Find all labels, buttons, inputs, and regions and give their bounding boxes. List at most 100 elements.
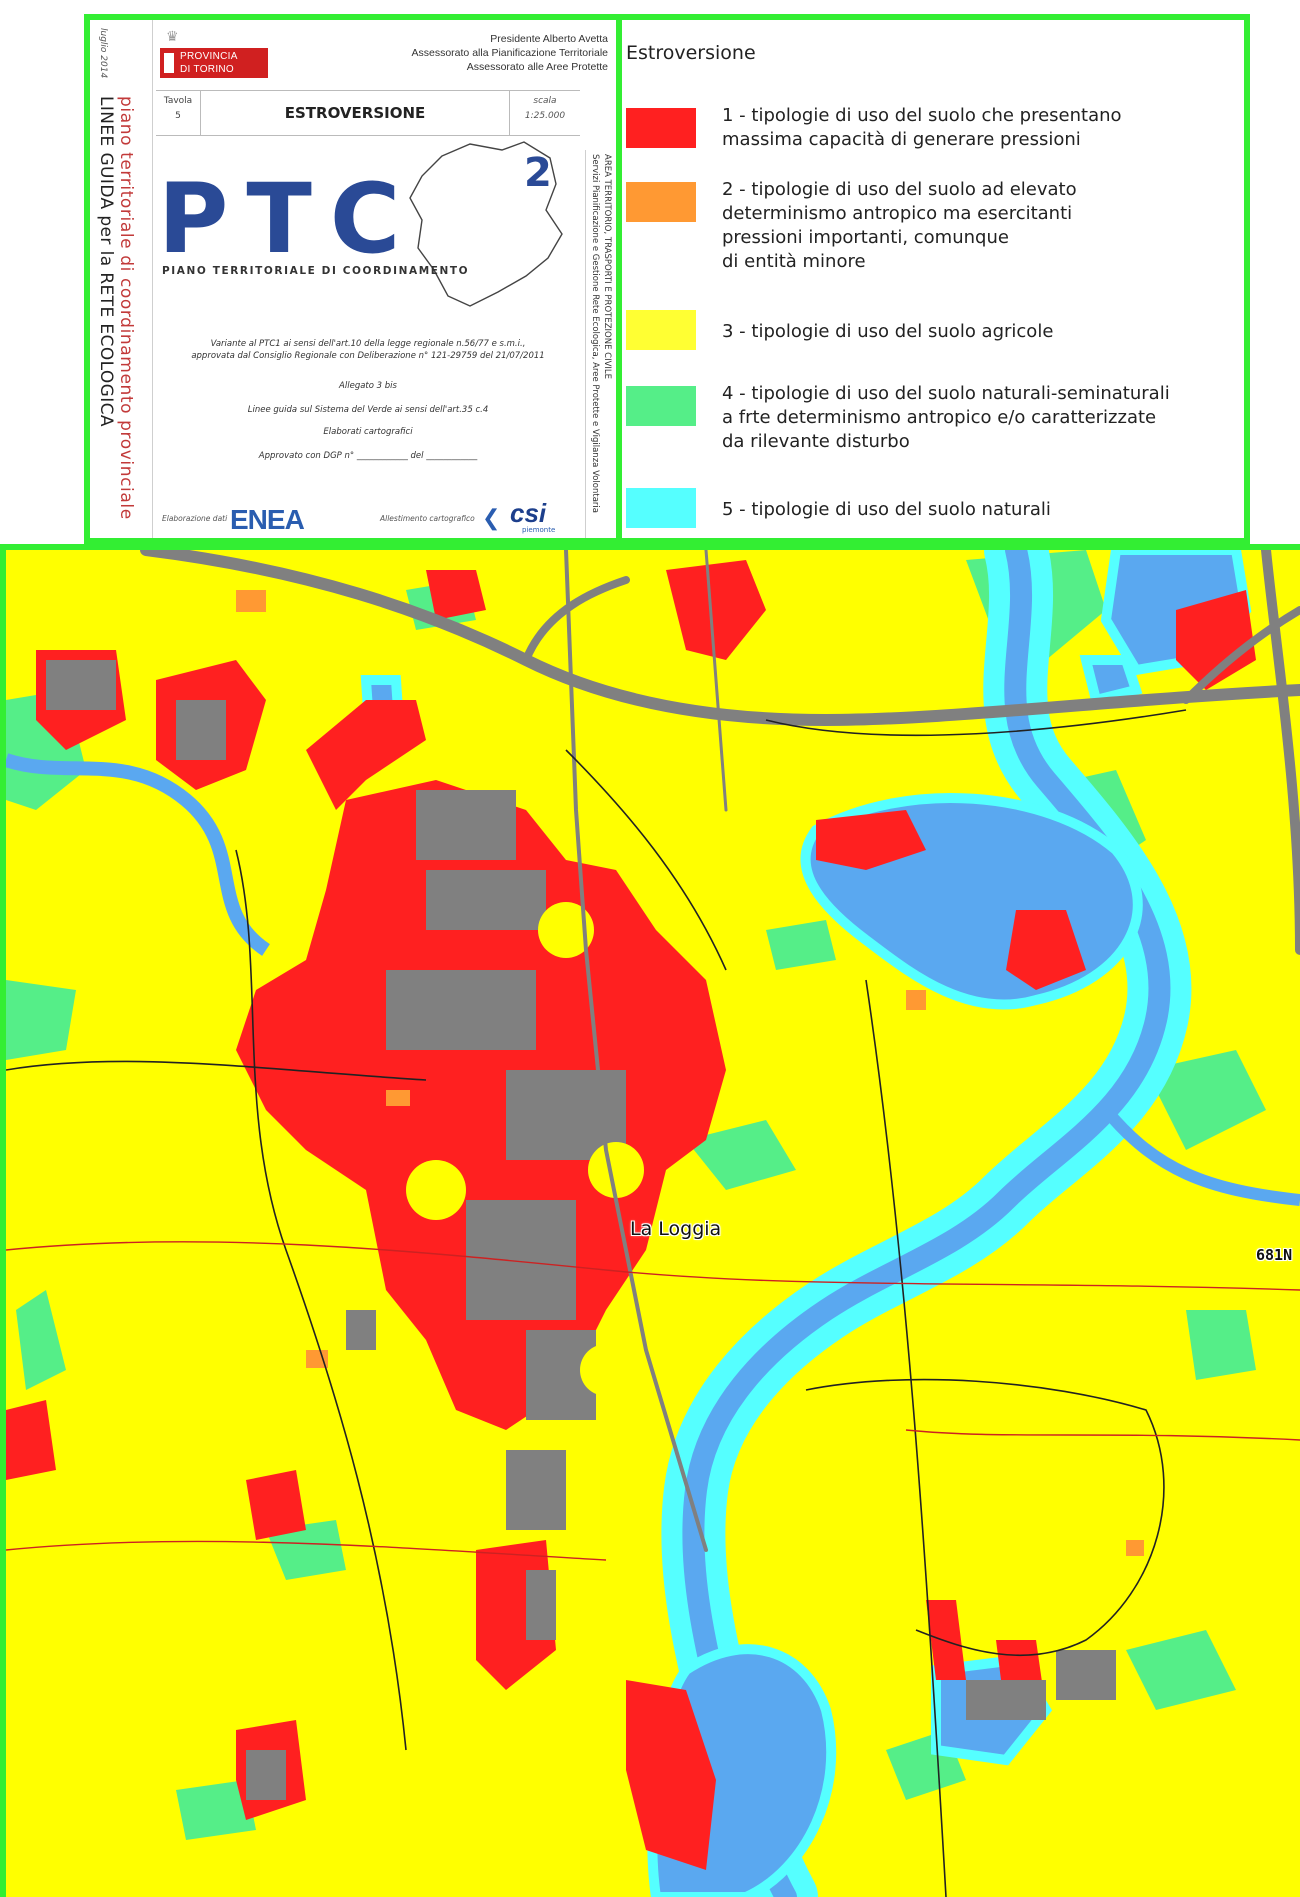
legend-title: Estroversione [626,42,756,64]
green-patch [1186,1310,1256,1380]
boundary-line [6,1060,427,1081]
urban-northeast [1176,590,1256,690]
tavola-label: Tavola [163,96,193,106]
assessorato-line: Presidente Alberto Avetta [490,33,608,45]
boundary-line [765,709,1187,737]
green-patch [766,920,836,970]
green-patch [686,1120,796,1190]
elaborati-note: Elaborati cartografici [323,427,413,437]
industrial-block [526,1570,556,1640]
industrial-block [506,1450,566,1530]
province-line1: PROVINCIA [180,51,238,62]
allegato-note: Allegato 3 bis [339,381,397,391]
building-cluster [966,1680,1046,1720]
motorway-ramp [1182,606,1300,704]
legend-swatch [626,108,696,148]
assessorato-line: Assessorato alla Pianificazione Territor… [411,47,609,59]
agri-void [588,1142,644,1198]
sheet-title-row: Tavola 5 ESTROVERSIONE scala 1:25.000 [156,90,580,136]
boundary-line [865,979,947,1897]
industrial-block [346,1310,376,1350]
road-network [140,550,1300,1552]
enea-credit: Elaborazione dati [162,514,228,523]
piemonte-outline-icon [409,141,563,307]
province-line2: DI TORINO [180,64,235,75]
building-cluster [426,870,546,930]
linee-note: Linee guida sul Sistema del Verde ai sen… [247,405,489,415]
urban-south-2 [626,1680,716,1870]
motorway [140,550,1300,727]
orange-patch [386,1090,410,1106]
crown-icon: ♛ [166,29,179,45]
urban-west-2 [6,1400,56,1480]
ptc-letters: PTC [158,163,418,275]
building-cluster [176,700,226,760]
urban-class1 [6,560,1256,1870]
tavola-number: 5 [175,111,181,121]
enea-logo: ENEA [230,504,305,535]
sheet-title: ESTROVERSIONE [284,104,426,122]
ptc-exponent: 2 [524,150,552,196]
urban-campus-1 [926,1600,966,1680]
cover-title-red: piano territoriale di coordinamento prov… [116,96,136,520]
orange-patch [1126,1540,1144,1556]
green-patch [266,1520,346,1580]
assessorato-block: Presidente Alberto Avetta Assessorato al… [412,32,609,74]
lake [1079,655,1143,707]
urban-la-loggia [236,780,726,1430]
industrial-block [416,790,516,860]
local-road [704,550,728,812]
province-logo: ♛ PROVINCIA DI TORINO [160,30,270,80]
green-patch [176,1780,256,1840]
land-use-map[interactable]: La Loggia 681N [6,550,1300,1897]
csi-logo: ❮ csi piemonte [482,498,572,538]
legend-item-label: 5 - tipologie di uso del suolo naturali [722,499,1051,520]
map-legend: Estroversione 1 - tipologie di uso del s… [622,20,1244,538]
csi-arrow-icon: ❮ [482,506,501,531]
variant-note: Variante al PTC1 ai sensi dell'art.10 de… [156,338,580,362]
csi-logo-text: csi [510,498,547,528]
green-patch [6,980,76,1060]
stream-west [6,753,271,956]
urban-north [666,560,766,660]
urban-north-2 [426,570,486,620]
cover-title-band: luglio 2014 piano territoriale di coordi… [90,20,153,538]
boundary-line [805,1378,1165,1657]
cover-date: luglio 2014 [98,28,108,79]
legend-item-label: 3 - tipologie di uso del suolo agricole [722,321,1054,342]
industrial-block [46,660,116,710]
legend-swatch [626,386,696,426]
tavola-cell: Tavola 5 [156,91,201,135]
legend-swatch [626,182,696,222]
ptc-cover-sheet: luglio 2014 piano territoriale di coordi… [90,20,616,538]
agri-void [538,902,594,958]
legend-swatch [626,310,696,350]
province-flag-icon [164,53,174,73]
scale-cell: scala 1:25.000 [509,91,580,135]
legend-divider [616,14,622,544]
minor-roads [6,1241,1300,1561]
agri-void [580,1344,632,1396]
urban-east-1 [816,810,926,870]
csi-credit: Allestimento cartografico [380,514,475,523]
green-patch [16,1290,66,1390]
building-cluster [246,1750,286,1800]
csi-logo-sub: piemonte [522,526,556,534]
legend-item-label: 4 - tipologie di uso del suolo naturali-… [722,383,1170,452]
urban-voids [406,902,644,1396]
building-cluster [466,1200,576,1320]
edge-label: 681N [1256,1246,1293,1264]
agri-void [406,1160,466,1220]
red-road [6,1540,607,1561]
red-road [6,1241,1300,1291]
class2-patches [236,590,1144,1556]
motorway-ramp [522,576,630,664]
variant-line: Variante al PTC1 ai sensi dell'art.10 de… [210,339,526,349]
cover-title-black: LINEE GUIDA per la RETE ECOLOGICA [96,96,116,427]
area-line2: Servizi Pianificazione e Gestione Rete E… [590,154,600,513]
legend-panel-frame [84,14,1300,544]
area-line1: AREA TERRITORIO, TRASPORTI E PROTEZIONE … [602,154,612,380]
cover-area-band: AREA TERRITORIO, TRASPORTI E PROTEZIONE … [585,150,616,538]
stream-sangone [1101,1106,1300,1206]
assessorato-line: Assessorato alle Aree Protette [466,61,608,73]
